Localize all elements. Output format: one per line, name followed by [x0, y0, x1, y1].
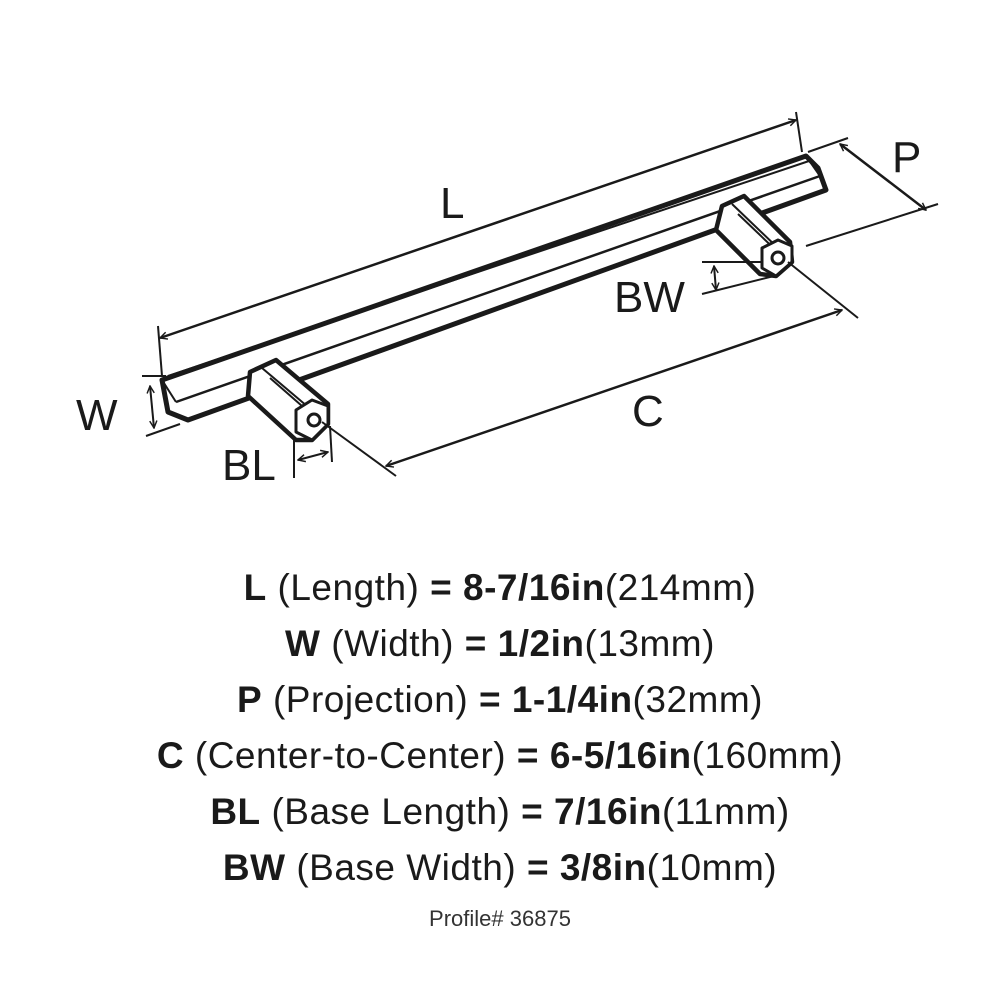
spec-projection: P (Projection) = 1-1/4in(32mm) — [0, 672, 1000, 728]
length-dimension — [157, 111, 803, 377]
left-base-post — [245, 357, 331, 443]
spec-desc: (Center-to-Center) — [194, 735, 507, 776]
spec-desc: (Width) — [331, 623, 454, 664]
spec-key: L — [243, 567, 267, 608]
spec-metric: (13mm) — [584, 623, 715, 664]
spec-key: BW — [222, 847, 286, 888]
spec-desc: (Base Length) — [271, 791, 511, 832]
spec-base-length: BL (Base Length) = 7/16in(11mm) — [0, 784, 1000, 840]
spec-eq: = — [464, 623, 487, 664]
base-width-dimension — [701, 261, 775, 295]
dimension-specs-list: L (Length) = 8-7/16in(214mm) W (Width) =… — [0, 560, 1000, 896]
spec-value: 6-5/16in — [549, 735, 692, 776]
spec-eq: = — [526, 847, 550, 888]
base-length-dimension — [293, 425, 333, 478]
spec-key: BL — [210, 791, 261, 832]
spec-metric: (11mm) — [661, 791, 790, 832]
spec-metric: (214mm) — [604, 567, 757, 608]
spec-metric: (10mm) — [646, 847, 778, 888]
base-length-label: BL — [222, 441, 276, 490]
cabinet-pull-diagram: L W P BW C BL — [76, 111, 939, 490]
spec-eq: = — [430, 567, 453, 608]
projection-dimension — [805, 137, 939, 247]
base-width-label: BW — [614, 273, 685, 322]
spec-desc: (Length) — [277, 567, 420, 608]
spec-value: 7/16in — [554, 791, 662, 832]
spec-value: 3/8in — [559, 847, 647, 888]
spec-eq: = — [478, 679, 502, 720]
spec-desc: (Base Width) — [296, 847, 517, 888]
spec-base-width: BW (Base Width) = 3/8in(10mm) — [0, 840, 1000, 896]
center-to-center-dimension — [321, 261, 859, 477]
spec-metric: (160mm) — [691, 735, 844, 776]
center-to-center-label: C — [632, 387, 664, 436]
profile-number: Profile# 36875 — [429, 906, 571, 931]
width-dimension — [142, 375, 181, 437]
spec-metric: (32mm) — [632, 679, 763, 720]
projection-label: P — [892, 133, 921, 182]
width-label: W — [76, 391, 118, 440]
spec-eq: = — [521, 791, 544, 832]
spec-length: L (Length) = 8-7/16in(214mm) — [0, 560, 1000, 616]
spec-key: P — [237, 679, 263, 720]
spec-key: C — [156, 735, 185, 776]
spec-value: 1/2in — [497, 623, 585, 664]
spec-key: W — [285, 623, 321, 664]
spec-width: W (Width) = 1/2in(13mm) — [0, 616, 1000, 672]
spec-value: 8-7/16in — [463, 567, 605, 608]
spec-center-to-center: C (Center-to-Center) = 6-5/16in(160mm) — [0, 728, 1000, 784]
spec-value: 1-1/4in — [511, 679, 633, 720]
spec-eq: = — [516, 735, 540, 776]
length-label: L — [440, 179, 464, 228]
spec-desc: (Projection) — [272, 679, 469, 720]
